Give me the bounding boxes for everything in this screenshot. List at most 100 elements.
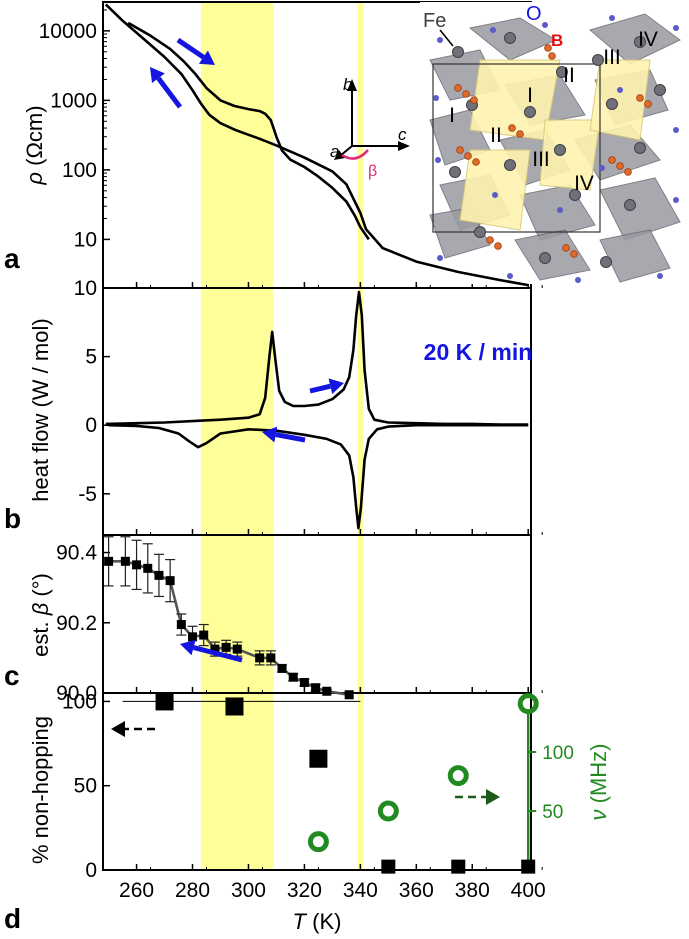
arrow-cooling-b-shaft <box>275 432 306 443</box>
y-tick-label-d: 0 <box>85 859 97 882</box>
o-atom-5 <box>673 25 679 31</box>
y-tick-label-a: 100 <box>62 159 97 182</box>
highlight-band-2 <box>357 2 364 870</box>
b-atom-7 <box>516 130 524 138</box>
arrow-left-axis-head <box>111 721 125 737</box>
fe-atom-16 <box>539 252 551 264</box>
fe-atom-15 <box>474 226 486 238</box>
x-tick-label: 300 <box>231 879 266 902</box>
o-atom-16 <box>492 192 498 198</box>
b-atom-18 <box>562 244 570 252</box>
axis-c-label: c <box>398 125 407 144</box>
fe-atom-2 <box>504 32 516 44</box>
fe-label: Fe <box>423 10 446 32</box>
x-axis-label: T (K) <box>293 909 342 934</box>
axis-b-head <box>347 79 357 91</box>
beta-point <box>154 570 164 580</box>
non-hopping-point <box>521 859 536 874</box>
o-atom-7 <box>617 87 623 93</box>
beta-point <box>199 630 209 640</box>
y-tick-label-a: 10000 <box>39 20 97 43</box>
fe-atom-7 <box>524 106 536 118</box>
b-atom-2 <box>548 52 556 60</box>
frequency-point <box>447 765 469 787</box>
axis-a-label: a <box>330 142 339 161</box>
resistivity-curve-1 <box>104 3 529 287</box>
beta-point <box>143 563 153 573</box>
arrow-heating-a-shaft <box>176 37 205 60</box>
beta-point <box>132 560 142 570</box>
beta-point <box>344 690 354 700</box>
heat-flow-curve-1 <box>105 290 529 426</box>
y-tick-label-c: 90.4 <box>56 542 97 565</box>
y-tick-label-b: 0 <box>85 414 97 437</box>
beta-point <box>255 653 265 663</box>
y-tick-label-d: 50 <box>74 775 97 798</box>
b-atom-15 <box>644 100 652 108</box>
fe-atom-14 <box>624 199 636 211</box>
b-atom-14 <box>636 94 644 102</box>
fe-atom-9 <box>606 98 618 110</box>
beta-point <box>176 620 186 630</box>
beta-point <box>277 663 287 673</box>
b-atom-10 <box>472 158 480 166</box>
sublattice-label: III <box>532 148 550 171</box>
fe-atom-1 <box>452 46 464 58</box>
beta-point <box>104 556 114 566</box>
arrow-heating-b-head <box>328 378 344 394</box>
rate-annotation: 20 K / min <box>424 339 533 365</box>
fe-atom-12 <box>504 159 516 171</box>
heat-flow-curve-2 <box>108 423 529 530</box>
y-axis-label-a: ρ (Ωcm) <box>22 105 47 185</box>
o-atom-2 <box>490 27 496 33</box>
axis-c-head <box>398 141 410 151</box>
sublattice-label: III <box>603 46 621 69</box>
y-axis-label-d: % non-hopping <box>28 716 53 864</box>
sublattice-label: IV <box>574 172 594 195</box>
panel-letter-b: b <box>4 503 21 534</box>
beta-point <box>120 556 130 566</box>
fe-atom-5 <box>634 36 646 48</box>
o-label: O <box>526 3 542 25</box>
chart-marks <box>103 3 539 874</box>
b-atom-6 <box>508 124 516 132</box>
o-atom-14 <box>575 277 581 283</box>
b-atom-4 <box>462 90 470 98</box>
o-atom-6 <box>433 95 439 101</box>
unit-cell-box <box>432 63 601 233</box>
sublattice-label: II <box>490 124 502 147</box>
arrow-right-axis-head <box>486 789 500 805</box>
beta-point <box>221 642 231 652</box>
beta-point <box>322 686 332 696</box>
bonding-plane-2 <box>539 119 601 191</box>
o-atom-1 <box>437 37 443 43</box>
non-hopping-point <box>309 749 328 768</box>
bonding-plane-4 <box>589 59 651 141</box>
x-tick-label: 380 <box>455 879 490 902</box>
b-atom-16 <box>486 236 494 244</box>
beta-point <box>165 576 175 586</box>
y-tick-label-b: -5 <box>78 483 97 506</box>
sublattice-label: I <box>527 84 533 107</box>
fe-atom-3 <box>556 66 568 78</box>
arrow-cooling-a-head <box>150 67 165 83</box>
non-hopping-point <box>155 692 174 711</box>
arrow-cooling-a-shaft <box>156 76 182 109</box>
y-tick-label-a: 10 <box>74 228 97 251</box>
o-atom-9 <box>435 157 441 163</box>
arrow-heating-a-head <box>198 50 215 65</box>
panel-letter-c: c <box>4 660 20 691</box>
b-atom-5 <box>470 96 478 104</box>
beta-point <box>188 632 198 642</box>
fe-atom-11 <box>449 166 461 178</box>
axis-a-head <box>334 150 345 160</box>
sublattice-label: IV <box>638 28 658 51</box>
b-atom-12 <box>616 162 624 170</box>
panel-frame-c <box>102 534 532 694</box>
beta-point <box>311 683 321 693</box>
x-tick-label: 320 <box>287 879 322 902</box>
beta-point <box>266 653 276 663</box>
right-y-tick-label: 50 <box>542 802 563 823</box>
x-tick-label: 360 <box>399 879 434 902</box>
